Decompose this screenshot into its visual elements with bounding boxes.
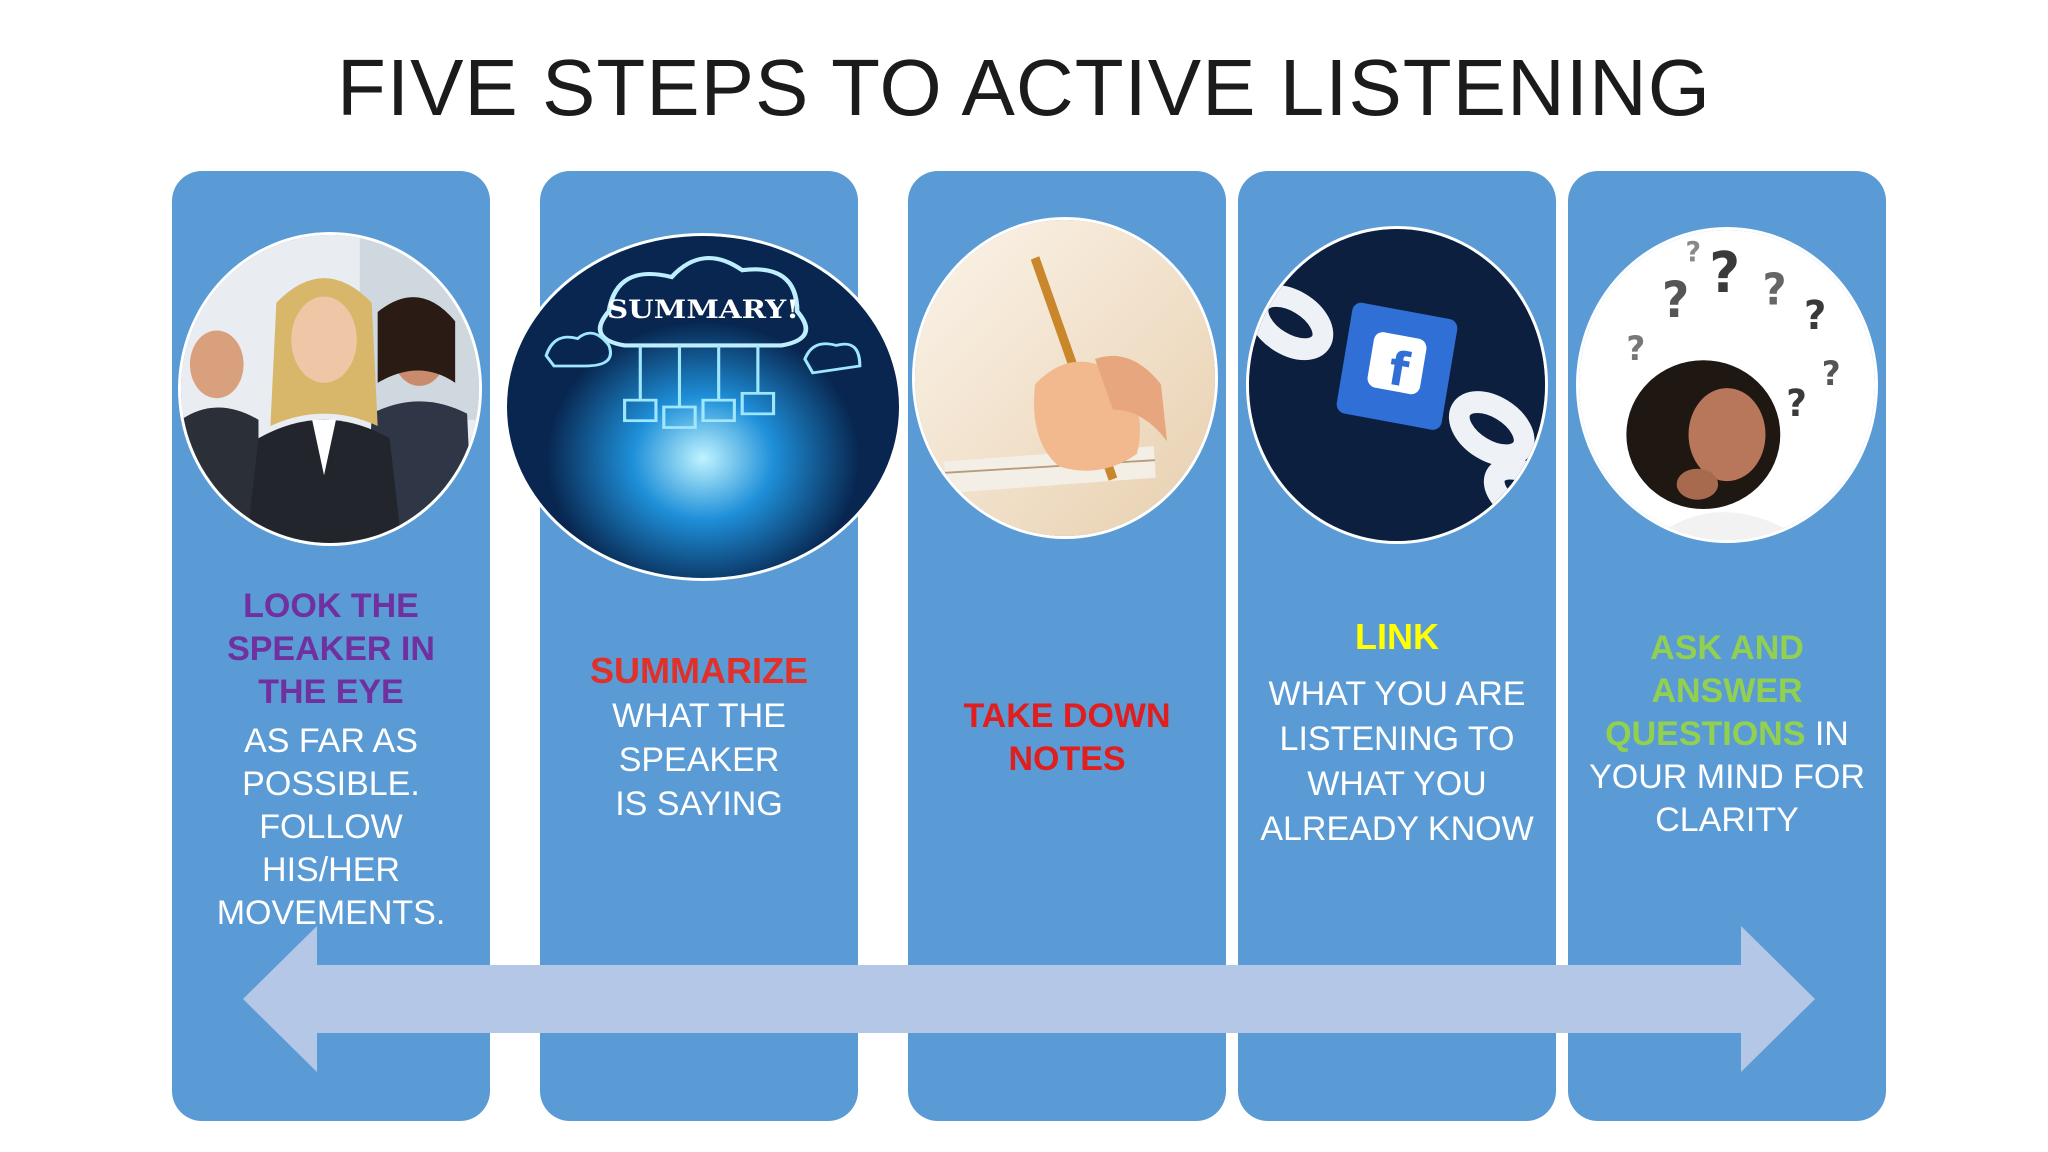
step-4-highlight: LINK [1355, 616, 1439, 657]
step-1-highlight: LOOK THE SPEAKER IN THE EYE [227, 587, 435, 711]
step-panel-1: LOOK THE SPEAKER IN THE EYE AS FAR AS PO… [172, 171, 490, 1121]
svg-text:?: ? [1662, 272, 1689, 329]
step-2-body: WHAT THE SPEAKER IS SAYING [612, 697, 786, 823]
business-people-photo [178, 232, 482, 546]
step-panel-5: ? ? ? ? ? ? ? ? ASK AND ANSWER QUESTIONS… [1568, 171, 1886, 1121]
step-2-text: SUMMARIZE WHAT THE SPEAKER IS SAYING [550, 649, 848, 826]
step-4-body: WHAT YOU ARE LISTENING TO WHAT YOU ALREA… [1260, 675, 1534, 848]
step-2-highlight: SUMMARIZE [590, 650, 808, 691]
double-headed-arrow [243, 926, 1815, 1072]
step-5-text: ASK AND ANSWER QUESTIONS IN YOUR MIND FO… [1578, 627, 1876, 842]
step-4-text: LINK WHAT YOU ARE LISTENING TO WHAT YOU … [1248, 615, 1546, 852]
step-5-body: IN YOUR MIND FOR CLARITY [1589, 715, 1865, 839]
step-1-text: LOOK THE SPEAKER IN THE EYE AS FAR AS PO… [182, 585, 480, 935]
step-panel-2: SUMMARY! SUMMARIZE WHAT THE SPEAKER IS S… [504, 171, 902, 1121]
summary-cloud-image: SUMMARY! [504, 233, 902, 581]
svg-text:?: ? [1822, 353, 1841, 393]
facebook-chain-image: f [1246, 226, 1548, 544]
slide-title: FIVE STEPS TO ACTIVE LISTENING [336, 43, 1712, 132]
question-marks-woman-photo: ? ? ? ? ? ? ? ? [1576, 227, 1878, 543]
step-1-body: AS FAR AS POSSIBLE. FOLLOW HIS/HER MOVEM… [216, 722, 446, 932]
step-panel-3: TAKE DOWN NOTES [908, 171, 1226, 1121]
svg-text:?: ? [1763, 266, 1787, 316]
step-5-combined: ASK AND ANSWER QUESTIONS IN YOUR MIND FO… [1587, 627, 1867, 842]
svg-text:?: ? [1686, 236, 1701, 268]
step-panel-4: f LINK WHAT YOU ARE LISTENING TO WHAT YO… [1238, 171, 1556, 1121]
summary-image-label: SUMMARY! [607, 294, 799, 325]
step-3-text: TAKE DOWN NOTES [918, 695, 1216, 781]
svg-text:?: ? [1626, 328, 1645, 368]
step-5-highlight: ASK AND ANSWER QUESTIONS [1605, 629, 1806, 753]
step-3-highlight: TAKE DOWN NOTES [963, 697, 1171, 778]
writing-hand-photo [912, 217, 1218, 539]
svg-text:?: ? [1786, 381, 1807, 425]
svg-text:?: ? [1804, 292, 1826, 339]
svg-text:?: ? [1709, 240, 1740, 305]
